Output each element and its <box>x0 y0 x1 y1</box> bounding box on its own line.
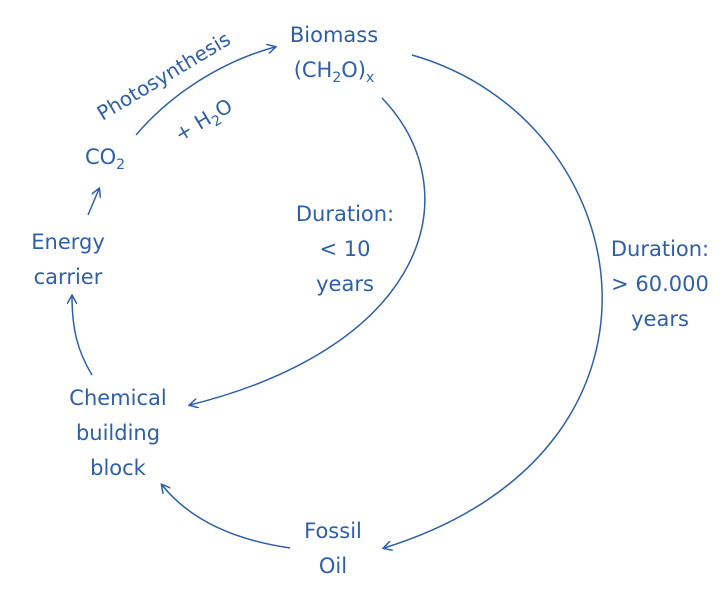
node-energy-carrier: Energy carrier <box>31 225 105 295</box>
arrow-biomass-to-chemical <box>190 97 426 405</box>
arrow-energy-to-co2 <box>87 189 99 216</box>
short-cycle-duration: Duration: < 10 years <box>296 197 394 302</box>
co2-sub: 2 <box>116 157 126 173</box>
short-line1: Duration: <box>295 202 395 226</box>
formula-sub: 2 <box>332 70 342 86</box>
chemical-line3: block <box>90 456 146 480</box>
node-biomass: Biomass (CH2O)x <box>290 18 378 88</box>
chemical-line1: Chemical <box>69 386 167 410</box>
node-fossil-oil: Fossil Oil <box>304 514 362 584</box>
chemical-line2: building <box>75 421 161 445</box>
co2-main: CO <box>84 145 117 169</box>
arrow-biomass-to-fossil <box>384 54 603 548</box>
fossil-line1: Fossil <box>304 519 362 543</box>
short-line2: < 10 <box>319 237 371 261</box>
fossil-line2: Oil <box>318 554 348 578</box>
arrow-photosynthesis <box>135 47 275 136</box>
long-line2: > 60.000 <box>611 272 709 296</box>
long-line1: Duration: <box>610 237 710 261</box>
formula-part: (CH <box>293 58 333 82</box>
energy-line1: Energy <box>31 230 105 254</box>
arrow-fossil-to-chemical <box>162 485 291 549</box>
short-line3: years <box>316 272 374 296</box>
formula-part: O) <box>341 58 367 82</box>
biomass-formula: (CH2O)x <box>290 53 378 88</box>
biomass-label: Biomass <box>289 23 379 47</box>
long-line3: years <box>631 307 689 331</box>
node-co2: CO2 <box>85 140 125 175</box>
long-cycle-duration: Duration: > 60.000 years <box>611 232 709 337</box>
energy-line2: carrier <box>33 265 103 289</box>
arrow-chemical-to-energy <box>72 296 93 376</box>
formula-sub-x: x <box>366 70 375 86</box>
node-chemical-building-block: Chemical building block <box>69 381 166 486</box>
